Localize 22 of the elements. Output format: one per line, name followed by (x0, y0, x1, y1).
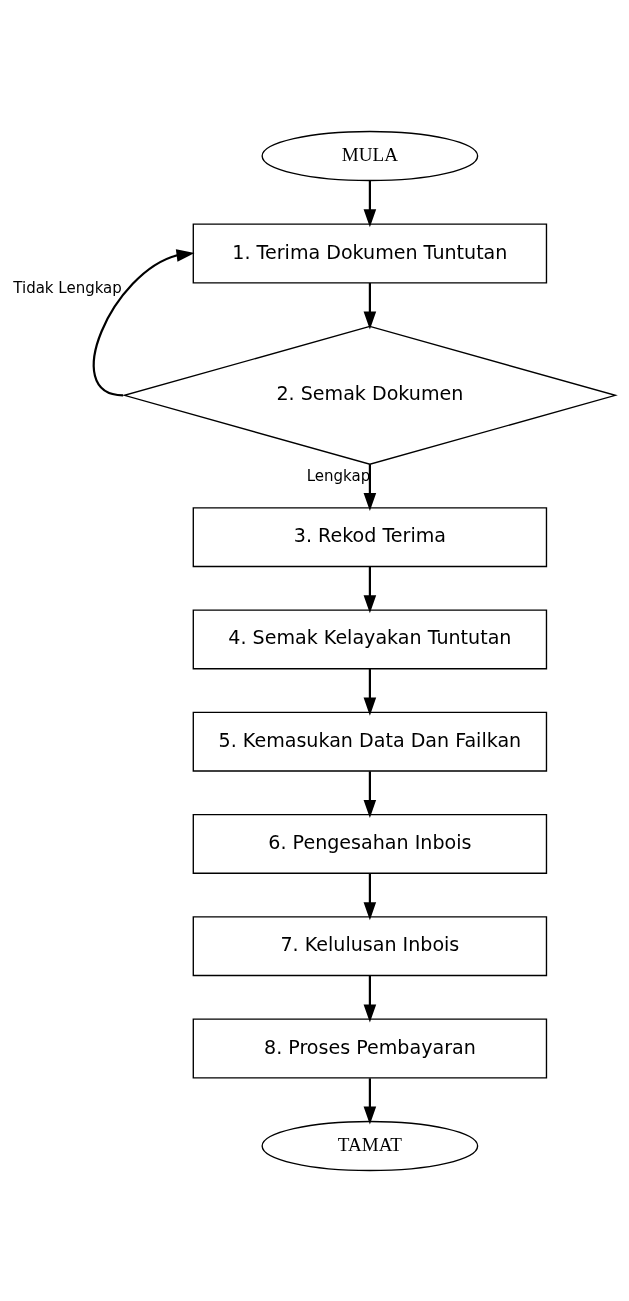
arrow (92, 248, 195, 396)
node-box: 5. Kemasukan Data Dan Failkan (192, 711, 548, 772)
node-box: 4. Semak Kelayakan Tuntutan (192, 608, 548, 669)
node-box: 7. Kelulusan Inbois (192, 915, 548, 976)
edge-label: Tidak Lengkap (13, 278, 122, 297)
arrow (363, 463, 377, 511)
edge-label: Lengkap (306, 466, 371, 485)
arrow (363, 770, 377, 818)
arrow (363, 566, 377, 613)
arrow (363, 1077, 377, 1125)
node-box: 6. Pengesahan Inbois (192, 813, 548, 874)
node-ellipse: MULA (261, 130, 479, 181)
node-box: 1. Terima Dokumen Tuntutan (192, 223, 548, 283)
node-diamond: 2. Semak Dokumen (121, 325, 618, 465)
arrow (363, 282, 377, 329)
node-box: 3. Rekod Terima (192, 506, 548, 567)
arrow (363, 873, 377, 920)
arrow (363, 668, 377, 716)
node-box: 8. Proses Pembayaran (192, 1018, 548, 1078)
node-ellipse: TAMAT (261, 1120, 479, 1171)
arrow (363, 180, 377, 227)
arrow (363, 975, 377, 1022)
